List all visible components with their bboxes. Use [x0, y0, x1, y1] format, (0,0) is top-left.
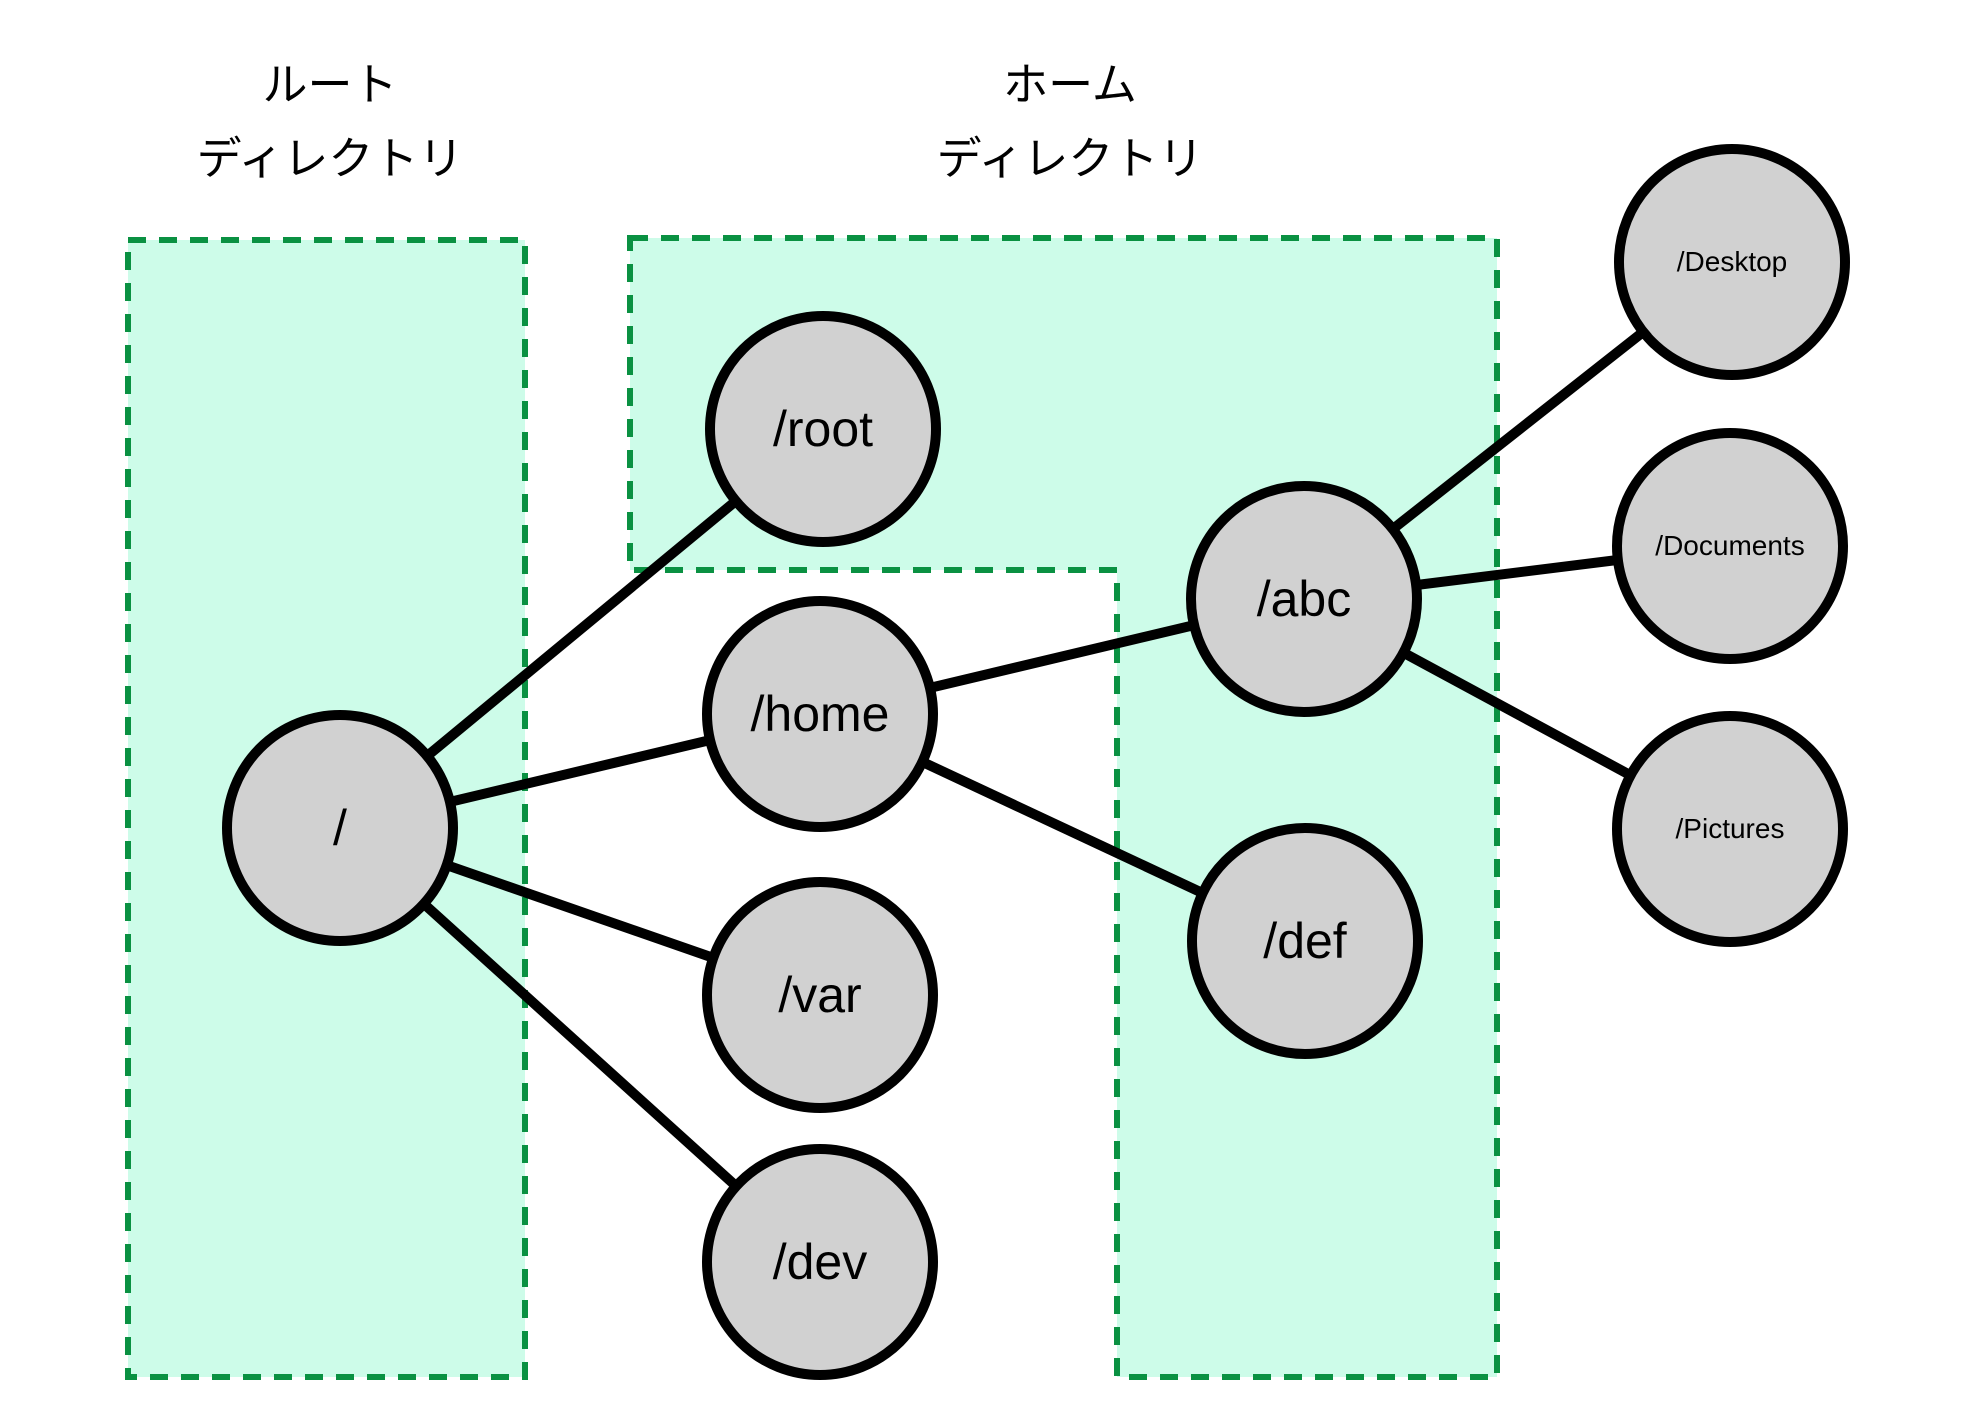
- home-directory-label-line2: ディレクトリ: [936, 133, 1204, 184]
- root-directory-label-line1: ルート: [262, 59, 398, 110]
- node-pictures: /Pictures: [1612, 711, 1848, 947]
- node-desktop: /Desktop: [1614, 144, 1850, 380]
- node-dev: /dev: [702, 1144, 938, 1380]
- root-directory-label-line2: ディレクトリ: [196, 133, 464, 184]
- node-abc: /abc: [1186, 481, 1422, 717]
- node-var: /var: [702, 877, 938, 1113]
- node-documents: /Documents: [1612, 428, 1848, 664]
- root-directory-label: ルート ディレクトリ: [30, 48, 630, 196]
- node-root: /: [222, 710, 458, 946]
- node-rootdir: /root: [705, 311, 941, 547]
- node-home: /home: [702, 596, 938, 832]
- home-directory-label-line1: ホーム: [1003, 59, 1137, 110]
- node-def: /def: [1187, 823, 1423, 1059]
- home-directory-label: ホーム ディレクトリ: [770, 48, 1370, 196]
